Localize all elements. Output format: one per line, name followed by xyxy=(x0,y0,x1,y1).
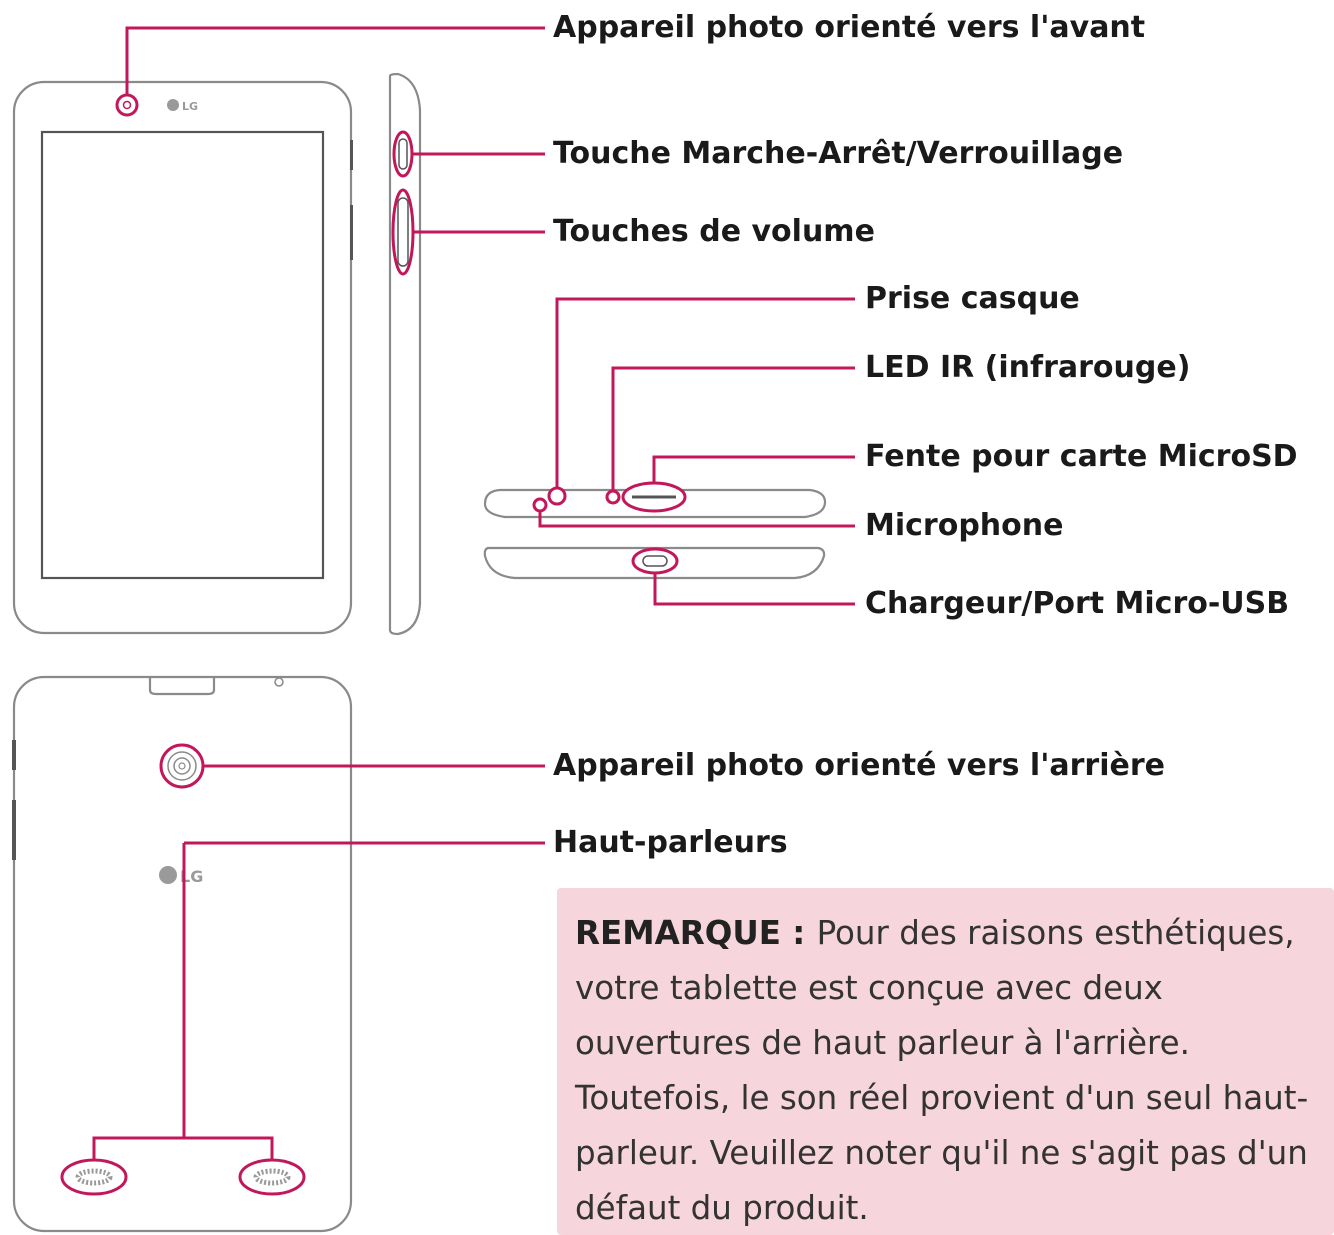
label-microphone: Microphone xyxy=(865,508,1064,543)
note-title: REMARQUE : xyxy=(575,914,817,952)
label-microsd-slot: Fente pour carte MicroSD xyxy=(865,439,1298,474)
note-body: Pour des raisons esthétiques, votre tabl… xyxy=(575,914,1309,1227)
note-box: REMARQUE : Pour des raisons esthétiques,… xyxy=(557,888,1334,1235)
microphone-icon xyxy=(532,497,548,513)
label-ir-led: LED IR (infrarouge) xyxy=(865,350,1191,385)
label-power-lock: Touche Marche-Arrêt/Verrouillage xyxy=(553,136,1124,171)
label-speakers: Haut-parleurs xyxy=(553,825,788,860)
callout-headset xyxy=(555,297,855,488)
ir-led-icon xyxy=(605,489,621,505)
callout-microsd xyxy=(652,455,855,483)
front-logo: LG xyxy=(182,100,198,113)
headset-jack-icon xyxy=(547,486,567,506)
label-front-camera: Appareil photo orienté vers l'avant xyxy=(553,10,1146,45)
callout-front-camera xyxy=(125,26,545,95)
callout-usb xyxy=(653,573,855,606)
label-rear-camera: Appareil photo orienté vers l'arrière xyxy=(553,748,1165,783)
front-camera-icon xyxy=(115,93,139,117)
micro-usb-port-icon xyxy=(631,547,679,575)
label-volume: Touches de volume xyxy=(553,214,875,249)
callout-speakers-branch xyxy=(92,1136,274,1160)
tablet-front-view: LG xyxy=(12,80,353,635)
label-headset-jack: Prise casque xyxy=(865,281,1080,316)
speaker-left-icon xyxy=(60,1158,128,1196)
label-charger-port: Chargeur/Port Micro-USB xyxy=(865,586,1290,621)
callout-ir-led xyxy=(611,366,855,491)
callout-microphone xyxy=(538,511,855,528)
back-logo: LG xyxy=(180,867,203,886)
callout-lines xyxy=(92,26,855,1160)
speaker-right-icon xyxy=(238,1158,306,1196)
volume-buttons-icon xyxy=(391,188,415,276)
